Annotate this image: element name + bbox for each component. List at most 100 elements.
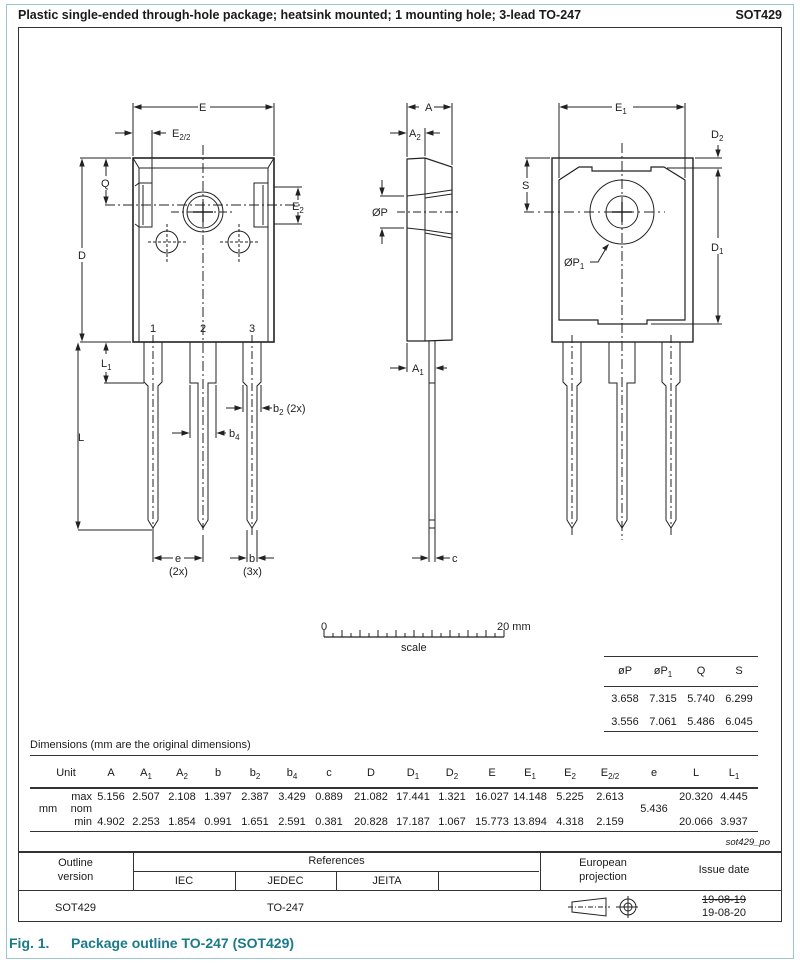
dim-col-header: e: [650, 767, 658, 779]
issue-date-new: 19-08-20: [701, 907, 747, 919]
front-view: [75, 103, 302, 562]
jedec-label: JEDEC: [267, 875, 304, 887]
label-E2: E2: [292, 201, 304, 215]
label-E1: E1: [615, 102, 627, 116]
drawing-id: sot429_po: [725, 837, 770, 848]
back-view: [524, 103, 722, 540]
back-lead-2: [608, 342, 636, 529]
label-P: ØP: [372, 207, 388, 219]
dim-col-header: L: [692, 767, 700, 779]
dim-col-header: D1: [406, 767, 420, 782]
dim-col-header: b2: [249, 767, 261, 782]
row-label-min: min: [74, 816, 92, 828]
dim-max-value: 2.108: [168, 791, 196, 803]
row-label-nom: nom: [70, 803, 92, 815]
label-Q: Q: [101, 178, 110, 190]
jeita-label: JEITA: [372, 875, 402, 887]
label-A: A: [425, 102, 433, 114]
dim-min-value: 13.894: [513, 816, 547, 828]
dim-max-value: 20.320: [679, 791, 713, 803]
dimensions-title: Dimensions (mm are the original dimensio…: [30, 739, 251, 751]
dim-min-value: 20.066: [679, 816, 713, 828]
pin-3-label: 3: [249, 323, 255, 335]
dim-min-value: 1.651: [241, 816, 269, 828]
dim-col-header: L1: [728, 767, 740, 782]
unit-value: mm: [38, 803, 58, 815]
row-label-max: max: [71, 791, 92, 803]
S-max: 6.299: [725, 693, 753, 705]
label-c: c: [452, 553, 458, 565]
dim-min-value: 0.991: [204, 816, 232, 828]
projection-symbol-icon: [568, 896, 638, 918]
dim-min-value: 17.187: [396, 816, 430, 828]
dim-min-value: 3.937: [720, 816, 748, 828]
unit-header: Unit: [56, 767, 76, 779]
label-b2: b2(2x): [273, 403, 306, 417]
lead-3: [242, 335, 262, 535]
dim-col-header: E: [488, 767, 496, 779]
label-e-note: (2x): [169, 566, 188, 578]
dim-max-value: 16.027: [475, 791, 509, 803]
lead-2: [189, 342, 217, 529]
dim-min-value: 2.159: [596, 816, 624, 828]
side-body-outline: [406, 157, 453, 342]
dim-col-header: E2/2: [600, 767, 620, 782]
dim-max-value: 5.225: [556, 791, 584, 803]
dim-min-value: 0.381: [315, 816, 343, 828]
Q-max: 5.740: [687, 693, 715, 705]
package-header: Plastic single-ended through-hole packag…: [18, 8, 782, 28]
pin-2-label: 2: [200, 323, 206, 335]
label-b-note: (3x): [243, 566, 262, 578]
S-min: 6.045: [725, 716, 753, 728]
dim-max-value: 21.082: [354, 791, 388, 803]
dim-max-value: 5.156: [97, 791, 125, 803]
jedec-value: TO-247: [266, 902, 305, 914]
heatsink-tab-outline: [558, 166, 686, 325]
scale-start: 0: [321, 621, 327, 633]
figure-title: Package outline TO-247 (SOT429): [71, 935, 295, 951]
label-D1: D1: [711, 242, 724, 256]
issue-date-old: 19-08-19: [701, 894, 747, 906]
label-D2: D2: [711, 129, 724, 143]
dim-min-value: 15.773: [475, 816, 509, 828]
col-header-Q: Q: [696, 665, 706, 677]
european-projection-label-2: projection: [579, 871, 627, 883]
dim-max-value: 17.441: [396, 791, 430, 803]
dim-col-header: E2: [564, 767, 576, 782]
dim-min-value: 20.828: [354, 816, 388, 828]
side-view: [379, 103, 460, 562]
P-max: 3.658: [611, 693, 639, 705]
figure-number: Fig. 1.: [9, 935, 50, 951]
scale-end: 20 mm: [497, 621, 531, 633]
dim-min-value: 1.067: [438, 816, 466, 828]
issue-date-label: Issue date: [698, 864, 750, 876]
dim-max-value: 4.445: [720, 791, 748, 803]
dim-min-value: 4.902: [97, 816, 125, 828]
col-header-P: øP: [617, 665, 633, 677]
label-S: S: [522, 180, 529, 192]
package-title: Plastic single-ended through-hole packag…: [18, 8, 582, 22]
dim-col-header: E1: [524, 767, 536, 782]
references-label: References: [308, 855, 365, 867]
dim-col-header: D: [367, 767, 375, 779]
Q-min: 5.486: [687, 716, 715, 728]
iec-label: IEC: [174, 875, 194, 887]
label-A2: A2: [409, 128, 421, 142]
figure-caption: Fig. 1. Package outline TO-247 (SOT429): [9, 935, 294, 951]
dim-col-header: b: [214, 767, 222, 779]
label-D: D: [78, 250, 86, 262]
dim-min-value: 1.854: [168, 816, 196, 828]
dim-nom-value: 5.436: [640, 803, 668, 815]
dim-max-value: 3.429: [278, 791, 306, 803]
col-header-P1: øP1: [653, 665, 673, 680]
P-min: 3.556: [611, 716, 639, 728]
P1-max: 7.315: [649, 693, 677, 705]
label-P1: ØP1: [564, 257, 585, 271]
dim-max-value: 1.397: [204, 791, 232, 803]
dim-min-value: 2.253: [132, 816, 160, 828]
dim-col-header: c: [326, 767, 332, 779]
outline-version-label-1: Outline: [58, 857, 93, 869]
dim-max-value: 0.889: [315, 791, 343, 803]
label-b: b: [249, 553, 255, 565]
